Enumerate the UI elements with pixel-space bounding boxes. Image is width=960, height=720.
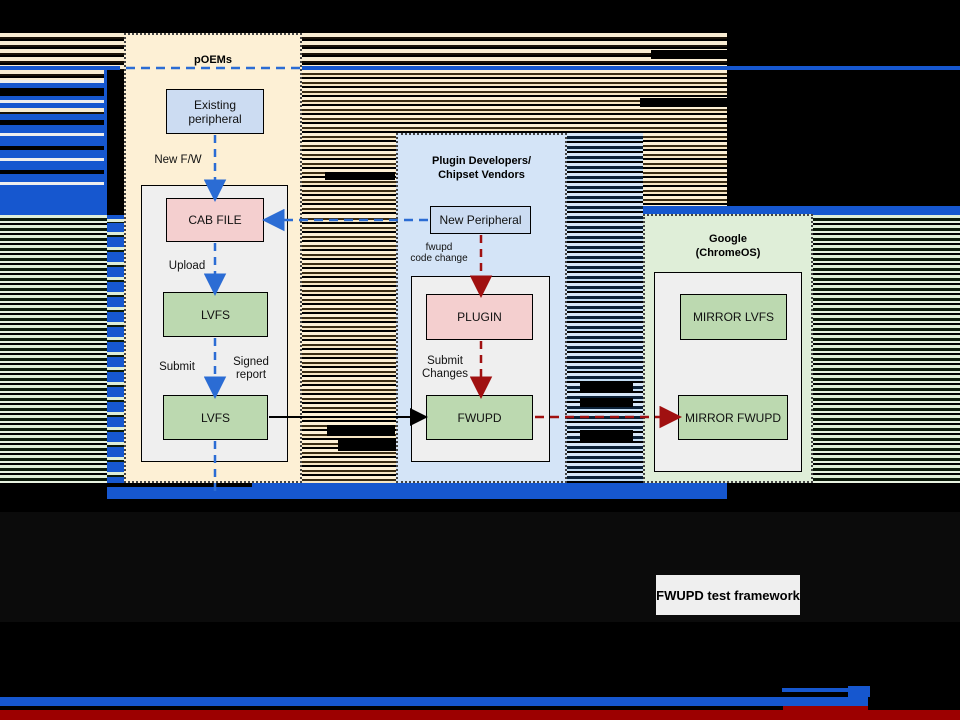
- glitch-band: [0, 100, 104, 103]
- node-mirror-lvfs[interactable]: MIRROR LVFS: [680, 294, 787, 340]
- glitch-band: [0, 158, 104, 161]
- glitch-band: [107, 457, 124, 462]
- glitch-band: [107, 219, 124, 223]
- edge-label-new-fw: New F/W: [154, 154, 202, 166]
- glitch-band: [107, 397, 124, 402]
- glitch-band: [0, 697, 960, 706]
- glitch-redaction: [325, 172, 395, 180]
- fwupd-test-framework-box[interactable]: FWUPD test framework: [656, 575, 800, 615]
- glitch-band: [0, 512, 960, 622]
- node-mirror-fwupd-label: MIRROR FWUPD: [685, 410, 781, 425]
- glitch-band: [107, 367, 124, 372]
- glitch-band: [107, 352, 124, 357]
- node-lvfs-submit[interactable]: LVFS: [163, 395, 268, 440]
- edge-label-fwupd-code-change-line2: code change: [410, 253, 468, 264]
- glitch-band: [727, 483, 960, 499]
- edge-label-submit: Submit: [159, 361, 195, 373]
- node-plugin[interactable]: PLUGIN: [426, 294, 533, 340]
- glitch-band: [107, 247, 124, 252]
- glitch-band: [848, 686, 870, 700]
- glitch-redaction: [580, 381, 633, 392]
- glitch-redaction: [640, 98, 760, 107]
- glitch-band: [107, 412, 124, 417]
- glitch-band: [0, 170, 104, 174]
- glitch-band: [783, 706, 868, 710]
- glitch-band: [0, 0, 960, 33]
- glitch-band: [0, 215, 107, 483]
- node-lvfs-upload-label: LVFS: [200, 307, 231, 322]
- glitch-band: [107, 322, 124, 327]
- glitch-band: [107, 483, 252, 487]
- panel-poems-title: pOEMs: [194, 54, 232, 66]
- node-mirror-lvfs-label: MIRROR LVFS: [692, 310, 775, 324]
- node-existing-peripheral-label-line2: peripheral: [188, 111, 242, 126]
- glitch-band: [0, 182, 104, 185]
- glitch-band: [0, 190, 104, 215]
- node-cab-file-label: CAB FILE: [188, 213, 242, 227]
- glitch-band: [107, 277, 124, 282]
- glitch-band: [0, 710, 960, 720]
- glitch-band: [107, 307, 124, 312]
- glitch-band: [107, 483, 727, 490]
- glitch-band: [868, 706, 960, 710]
- edge-label-submit-changes-line2: Changes: [421, 368, 469, 380]
- glitch-redaction: [580, 430, 633, 441]
- glitch-band: [727, 33, 960, 70]
- panel-plugin-title-line2: Chipset Vendors: [438, 169, 525, 181]
- glitch-band: [107, 337, 124, 342]
- glitch-band: [0, 120, 104, 125]
- node-plugin-label: PLUGIN: [457, 310, 502, 324]
- node-existing-peripheral[interactable]: Existing peripheral: [166, 89, 264, 134]
- glitch-band: [107, 442, 124, 447]
- glitch-band: [727, 70, 960, 215]
- glitch-band: [107, 427, 124, 432]
- panel-google-title-line1: Google: [709, 233, 747, 245]
- glitch-redaction: [651, 50, 747, 59]
- node-fwupd-label: FWUPD: [457, 410, 502, 425]
- glitch-band: [107, 292, 124, 297]
- edge-label-submit-changes-line1: Submit: [427, 355, 463, 367]
- glitch-band: [643, 206, 960, 215]
- node-cab-file[interactable]: CAB FILE: [166, 198, 264, 242]
- edge-label-fwupd-code-change-line1: fwupd: [425, 242, 453, 253]
- glitch-band: [0, 66, 120, 70]
- glitch-band: [107, 490, 727, 499]
- glitch-band: [0, 108, 104, 114]
- glitch-band: [0, 33, 124, 70]
- edge-label-signed-report-line2: report: [235, 369, 267, 381]
- glitch-band: [0, 88, 104, 96]
- glitch-band: [0, 133, 104, 136]
- glitch-band: [0, 70, 104, 80]
- fwupd-test-framework-label: FWUPD test framework: [656, 587, 800, 603]
- glitch-band: [302, 215, 396, 483]
- glitch-band: [302, 66, 960, 70]
- glitch-band: [813, 215, 960, 483]
- glitch-band: [107, 382, 124, 387]
- node-new-peripheral-label: New Peripheral: [439, 213, 522, 227]
- glitch-redaction: [580, 398, 633, 407]
- edge-label-upload: Upload: [168, 260, 206, 272]
- glitch-redaction: [338, 440, 396, 451]
- node-lvfs-submit-label: LVFS: [200, 410, 231, 425]
- glitch-band: [567, 133, 643, 483]
- edge-label-signed-report-line1: Signed: [233, 356, 269, 368]
- node-mirror-fwupd[interactable]: MIRROR FWUPD: [678, 395, 788, 440]
- node-existing-peripheral-label-line1: Existing: [193, 97, 237, 112]
- glitch-band: [107, 232, 124, 237]
- glitch-band: [0, 80, 104, 83]
- glitch-band: [107, 472, 124, 477]
- glitch-redaction: [327, 425, 395, 436]
- node-fwupd[interactable]: FWUPD: [426, 395, 533, 440]
- glitch-band: [868, 697, 960, 706]
- glitch-band: [782, 688, 868, 692]
- node-new-peripheral[interactable]: New Peripheral: [430, 206, 531, 234]
- panel-plugin-title-line1: Plugin Developers/: [431, 155, 532, 167]
- panel-google-title-line2: (ChromeOS): [695, 247, 761, 259]
- glitch-band: [0, 146, 104, 150]
- node-lvfs-upload[interactable]: LVFS: [163, 292, 268, 337]
- glitch-band: [107, 262, 124, 267]
